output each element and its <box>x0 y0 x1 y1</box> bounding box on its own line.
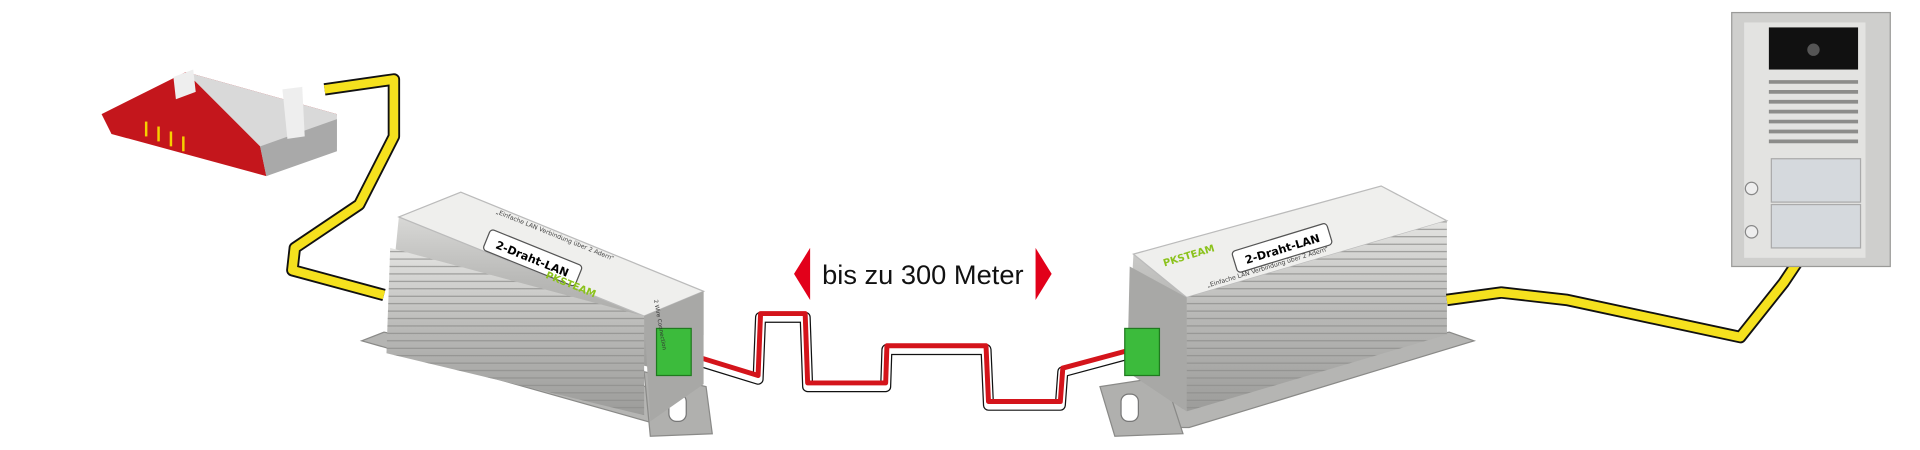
router <box>101 69 337 177</box>
bell-button-2 <box>1744 225 1759 239</box>
two-wire-cable <box>692 311 1129 411</box>
lan-cable-right <box>1445 256 1804 344</box>
door-intercom <box>1731 11 1891 268</box>
arrow-left-icon <box>794 247 811 300</box>
left-adapter: 2-Draht-LAN „Einfache LAN Verbindung übe… <box>359 191 713 437</box>
lan-cable-left <box>286 73 401 301</box>
bell-button-1 <box>1744 181 1759 196</box>
right-adapter: 2-Draht-LAN „Einfache LAN Verbindung übe… <box>1099 185 1477 437</box>
distance-label: bis zu 300 Meter <box>822 259 1023 290</box>
arrow-right-icon <box>1035 247 1052 300</box>
distance-annotation: bis zu 300 Meter <box>794 247 1052 300</box>
